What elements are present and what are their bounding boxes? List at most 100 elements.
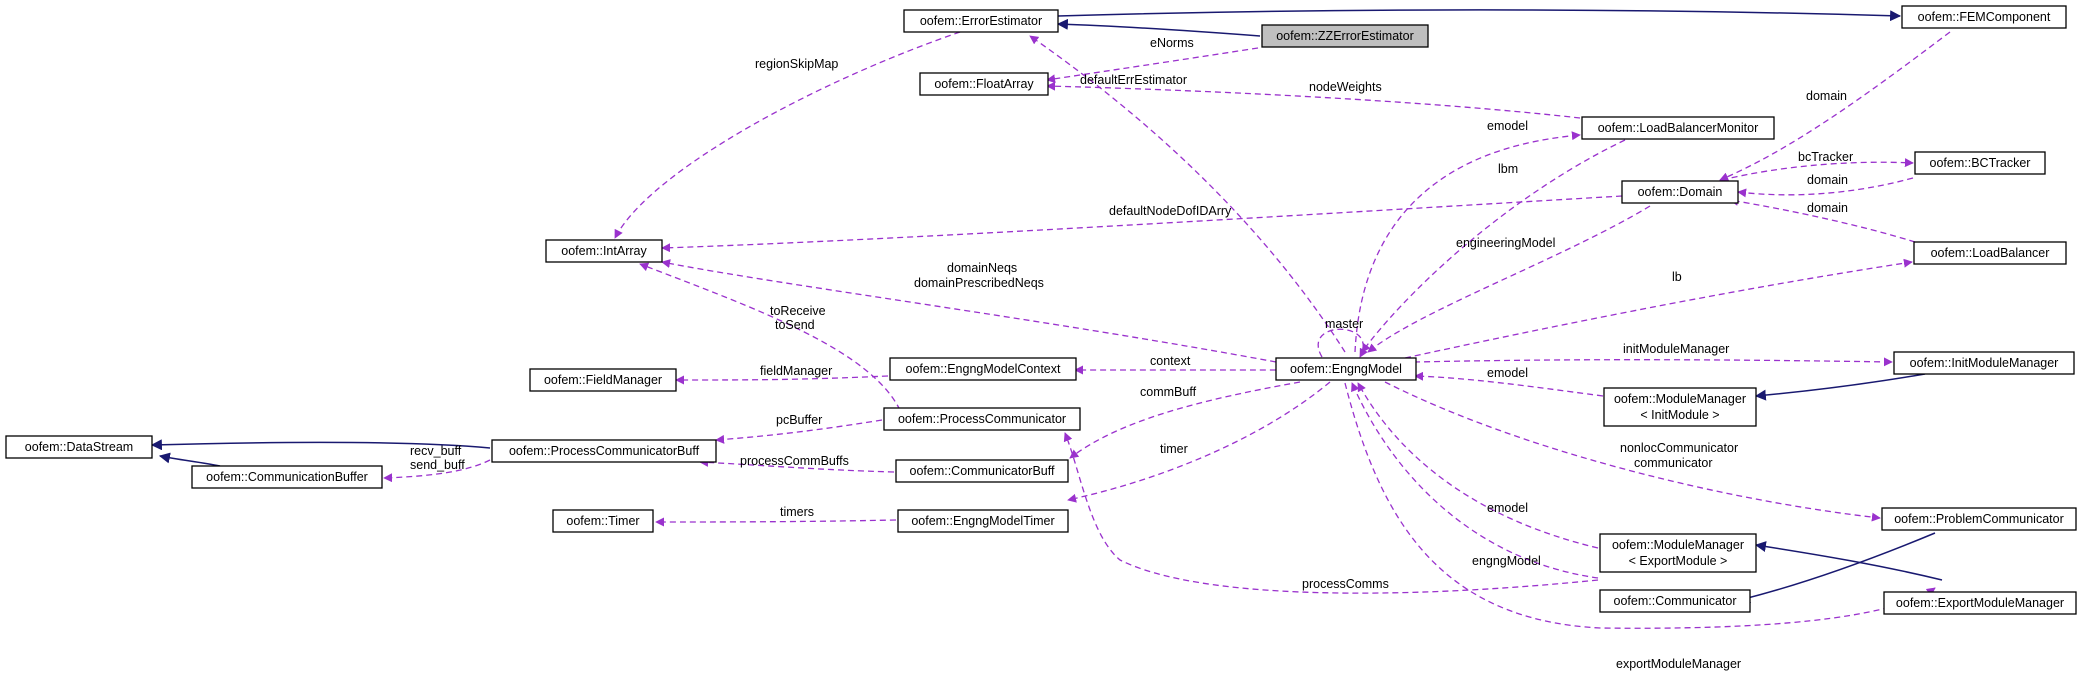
- node-problem-communicator[interactable]: oofem::ProblemCommunicator: [1881, 507, 2077, 531]
- node-field-manager-label: oofem::FieldManager: [544, 373, 662, 387]
- edge-e-norms: [1046, 47, 1259, 84]
- node-error-estimator-label: oofem::ErrorEstimator: [920, 14, 1042, 28]
- label-process-comms: processComms: [1302, 577, 1389, 591]
- node-problem-communicator-label: oofem::ProblemCommunicator: [1894, 512, 2064, 526]
- label-region-skip-map: regionSkipMap: [755, 57, 838, 71]
- label-process-comm-buffs: processCommBuffs: [740, 454, 849, 468]
- edge-domain-fem: [1719, 31, 1951, 181]
- node-export-module-manager[interactable]: oofem::ExportModuleManager: [1883, 591, 2077, 615]
- edge-inh-init-module-manager: [1754, 373, 1926, 401]
- node-engng-model[interactable]: oofem::EngngModel: [1275, 357, 1417, 381]
- node-init-module-manager[interactable]: oofem::InitModuleManager: [1893, 351, 2075, 375]
- node-module-manager-init[interactable]: oofem::ModuleManager < InitModule >: [1603, 387, 1757, 427]
- node-bc-tracker-label: oofem::BCTracker: [1930, 156, 2031, 170]
- edge-default-err-estimator: [1029, 35, 1346, 353]
- node-process-communicator[interactable]: oofem::ProcessCommunicator: [883, 407, 1081, 431]
- label-field-manager: fieldManager: [760, 364, 832, 378]
- edge-lb: [1404, 258, 1913, 359]
- edge-timer: [1067, 381, 1331, 503]
- node-module-manager-export[interactable]: oofem::ModuleManager < ExportModule >: [1599, 533, 1757, 573]
- node-float-array-label: oofem::FloatArray: [934, 77, 1034, 91]
- node-module-manager-init-label: oofem::ModuleManager: [1614, 392, 1746, 406]
- edge-inh-zz-error: [1056, 18, 1261, 37]
- node-zz-error-estimator-label: oofem::ZZErrorEstimator: [1276, 29, 1414, 43]
- edge-to-receive: [639, 262, 901, 411]
- node-error-estimator[interactable]: oofem::ErrorEstimator: [903, 9, 1059, 33]
- node-communication-buffer[interactable]: oofem::CommunicationBuffer: [191, 465, 383, 489]
- label-master: master: [1325, 317, 1363, 331]
- label-context: context: [1150, 354, 1191, 368]
- label-e-norms: eNorms: [1150, 36, 1194, 50]
- node-domain[interactable]: oofem::Domain: [1621, 180, 1739, 204]
- label-emodel-lbm: emodel: [1487, 119, 1528, 133]
- edge-region-skip-map: [614, 31, 961, 239]
- edge-emodel-lbm: [1354, 131, 1581, 353]
- node-timer[interactable]: oofem::Timer: [552, 509, 654, 533]
- edge-inh-error-fem: [1057, 9, 1902, 22]
- node-data-stream[interactable]: oofem::DataStream: [5, 435, 153, 459]
- node-module-manager-init-param: < InitModule >: [1640, 408, 1719, 422]
- node-module-manager-export-label: oofem::ModuleManager: [1612, 538, 1744, 552]
- edge-field-manager: [675, 375, 889, 385]
- edge-engng-model: [1351, 382, 1599, 579]
- edge-inh-communication-buffer: [158, 452, 221, 467]
- label-domain-lb: domain: [1807, 201, 1848, 215]
- node-data-stream-label: oofem::DataStream: [25, 440, 133, 454]
- node-load-balancer[interactable]: oofem::LoadBalancer: [1913, 241, 2067, 265]
- label-emodel-init: emodel: [1487, 366, 1528, 380]
- node-field-manager[interactable]: oofem::FieldManager: [529, 368, 677, 392]
- label-emodel-export: emodel: [1487, 501, 1528, 515]
- label-communicator: communicator: [1634, 456, 1713, 470]
- edge-pc-buffer: [715, 419, 883, 444]
- edge-process-comm-buffs: [699, 457, 895, 473]
- label-lb: lb: [1672, 270, 1682, 284]
- node-communicator-buff[interactable]: oofem::CommunicatorBuff: [895, 459, 1069, 483]
- label-default-err-estimator: defaultErrEstimator: [1080, 73, 1187, 87]
- edge-labels: regionSkipMap eNorms defaultErrEstimator…: [410, 36, 1853, 671]
- edge-master: [1317, 328, 1368, 358]
- edge-init-module-manager: [1413, 357, 1893, 367]
- edge-node-weights: [1046, 81, 1581, 119]
- edge-recv-send-buff: [383, 459, 491, 483]
- label-engng-model: engngModel: [1472, 554, 1541, 568]
- node-load-balancer-label: oofem::LoadBalancer: [1931, 246, 2050, 260]
- edge-comm-buff: [1069, 381, 1301, 459]
- node-fem-component[interactable]: oofem::FEMComponent: [1901, 5, 2067, 29]
- node-process-communicator-buff-label: oofem::ProcessCommunicatorBuff: [509, 444, 700, 458]
- edge-domain-bct: [1737, 177, 1914, 198]
- edge-domain-lb: [1729, 196, 1916, 243]
- label-pc-buffer: pcBuffer: [776, 413, 822, 427]
- label-bc-tracker: bcTracker: [1798, 150, 1853, 164]
- node-fem-component-label: oofem::FEMComponent: [1918, 10, 2051, 24]
- label-engineering-model: engineeringModel: [1456, 236, 1555, 250]
- edge-nonloc-communicator: [1384, 381, 1881, 522]
- node-engng-model-label: oofem::EngngModel: [1290, 362, 1402, 376]
- node-communicator-label: oofem::Communicator: [1614, 594, 1737, 608]
- node-process-communicator-buff[interactable]: oofem::ProcessCommunicatorBuff: [491, 439, 717, 463]
- label-node-weights: nodeWeights: [1309, 80, 1382, 94]
- label-timers: timers: [780, 505, 814, 519]
- edge-process-comms: [1063, 432, 1599, 594]
- edge-default-node-dof: [661, 195, 1623, 253]
- node-timer-label: oofem::Timer: [566, 514, 639, 528]
- node-engng-model-context[interactable]: oofem::EngngModelContext: [889, 357, 1077, 381]
- label-domain-prescribed-neqs: domainPrescribedNeqs: [914, 276, 1044, 290]
- node-engng-model-timer[interactable]: oofem::EngngModelTimer: [897, 509, 1069, 533]
- label-timer: timer: [1160, 442, 1188, 456]
- node-process-communicator-label: oofem::ProcessCommunicator: [898, 412, 1066, 426]
- edge-export-module-manager: [1344, 382, 1936, 629]
- node-engng-model-context-label: oofem::EngngModelContext: [906, 362, 1061, 376]
- label-domain-bct: domain: [1807, 173, 1848, 187]
- node-zz-error-estimator[interactable]: oofem::ZZErrorEstimator: [1261, 24, 1429, 48]
- label-domain-neqs: domainNeqs: [947, 261, 1017, 275]
- node-int-array-label: oofem::IntArray: [561, 244, 647, 258]
- node-float-array[interactable]: oofem::FloatArray: [919, 72, 1049, 96]
- node-load-balancer-monitor[interactable]: oofem::LoadBalancerMonitor: [1581, 116, 1775, 140]
- edge-engineering-model: [1367, 205, 1651, 353]
- node-bc-tracker[interactable]: oofem::BCTracker: [1914, 151, 2046, 175]
- label-comm-buff: commBuff: [1140, 385, 1197, 399]
- node-communicator[interactable]: oofem::Communicator: [1599, 589, 1751, 613]
- node-int-array[interactable]: oofem::IntArray: [545, 239, 663, 263]
- label-init-module-manager: initModuleManager: [1623, 342, 1729, 356]
